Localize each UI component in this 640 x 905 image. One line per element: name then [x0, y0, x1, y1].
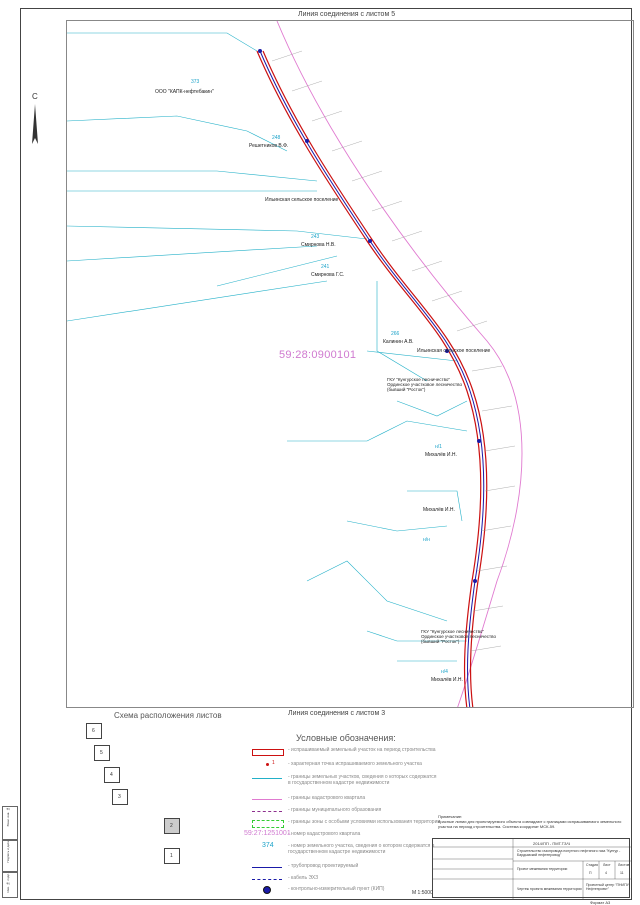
sheet-label: Лист — [603, 863, 611, 867]
owner-label: Михалёв И.Н. — [425, 452, 457, 458]
legend-item: 1 - характерная точка испрашиваемого зем… — [248, 760, 478, 772]
scheme-sheet: 6 — [86, 723, 102, 739]
parcel-number: 248 — [272, 135, 281, 141]
legend-item: - границы муниципального образования — [248, 806, 478, 818]
top-link-label: Линия соединения с листом 5 — [298, 11, 396, 18]
north-arrow: С — [30, 92, 44, 152]
sheet-frame — [20, 8, 632, 900]
owner-label: Смирнова Н.В. — [301, 242, 336, 248]
scale-label: М 1:5000 — [412, 890, 433, 896]
stage-label: Стадия — [586, 863, 598, 867]
parcel-boundaries — [67, 32, 468, 662]
legend-item: - границы земельных участков, сведения о… — [248, 773, 478, 789]
legend-item: - контрольно-измерительный пункт (КИП) — [248, 885, 478, 897]
parcel-number: 243 — [311, 234, 320, 240]
legend-item: 59:27:1251001 - номер кадастрового кварт… — [244, 830, 361, 837]
scheme-sheet-current: 2 — [164, 818, 180, 834]
scheme-sheet: 4 — [104, 767, 120, 783]
format-label: Формат А3 — [590, 900, 611, 905]
parcel-number: 373 — [191, 79, 200, 85]
legend-item: - границы зоны с особыми условиями испол… — [248, 818, 478, 830]
owner-label: Смирнова Г.С. — [311, 272, 345, 278]
parcel-number: 241 — [321, 264, 330, 270]
doc-code: 2014/ПП - ПМТ.ТЗ/Ч — [533, 841, 571, 846]
forestry-label: ГКУ "Кунгурское лесничество" Ординское у… — [387, 377, 462, 392]
map-area: 373 ООО "КАПК-нефтебакин" 248 Решетников… — [66, 20, 634, 708]
legend-item: - границы кадастрового квартала — [248, 794, 478, 806]
bottom-link-label: Линия соединения с листом 3 — [288, 710, 386, 717]
legend-title: Условные обозначения: — [296, 733, 396, 743]
notes-title: Примечание: — [438, 814, 463, 819]
side-stamp-cell: Инв. № подл. — [2, 872, 18, 898]
owner-label: Михалёв И.Н. — [423, 507, 455, 513]
side-stamp-cell: Подпись и дата — [2, 840, 18, 872]
scheme-title: Схема расположения листов — [114, 711, 222, 720]
notes: Примечание: Красные линии для проектируе… — [438, 814, 628, 829]
road-line — [276, 21, 523, 707]
parcel-number: н/1 — [435, 444, 442, 450]
scheme-sheet: 3 — [112, 789, 128, 805]
red-allotment — [256, 50, 482, 707]
scheme-sheet: 5 — [94, 745, 110, 761]
cadastral-quarter-label: 59:28:0900101 — [279, 349, 357, 361]
side-stamp-cell: Взам. инв. № — [2, 806, 18, 840]
stage-value: П — [589, 871, 592, 875]
settlement-label: Ильинская сельское поселение — [417, 348, 491, 354]
drawing-title: Чертеж проекта межевания территории — [517, 887, 582, 891]
legend-item: 374 - номер земельного участка, сведения… — [262, 842, 435, 855]
arrow-icon — [32, 104, 38, 144]
map-drawing — [67, 21, 523, 707]
title-block: 2014/ПП - ПМТ.ТЗ/Ч Строительство газопро… — [432, 838, 631, 899]
parcel-number: н/н — [423, 537, 430, 543]
legend-item: - трубопровод проектируемый — [248, 862, 478, 874]
notes-text: Красные линии для проектируемого объекта… — [438, 819, 622, 829]
legend-item: - испрашиваемый земельный участок на пер… — [248, 746, 478, 758]
company-label: ООО "КАПК-нефтебакин" — [155, 89, 214, 95]
owner-label: Михалёв И.Н. — [431, 677, 463, 683]
sheets-value: 11 — [620, 871, 624, 875]
organization: Проектный центр "ПНИПУ-Нефтепроект" — [586, 883, 630, 891]
scheme-sheet: 1 — [164, 848, 180, 864]
owner-label: Решетников В.Ф. — [249, 143, 289, 149]
sheets-label: Листов — [618, 863, 630, 867]
pipeline-route — [259, 50, 485, 707]
parcel-number: 266 — [391, 331, 400, 337]
owner-label: Калинин А.В. — [383, 339, 414, 345]
north-arrow-label: С — [32, 92, 38, 101]
legend-item: - кабель ЭХЗ — [248, 874, 478, 886]
forestry-label: ГКУ "Кунгурское лесничество" Ординское у… — [421, 629, 496, 644]
settlement-label: Ильинская сельское поселение — [265, 197, 339, 203]
sheet-value: 4 — [605, 871, 607, 875]
project-name: Строительство газопровода попутного нефт… — [517, 849, 621, 857]
parcel-number: н/4 — [441, 669, 448, 675]
sheet-title: Проект межевания территории — [517, 867, 568, 871]
